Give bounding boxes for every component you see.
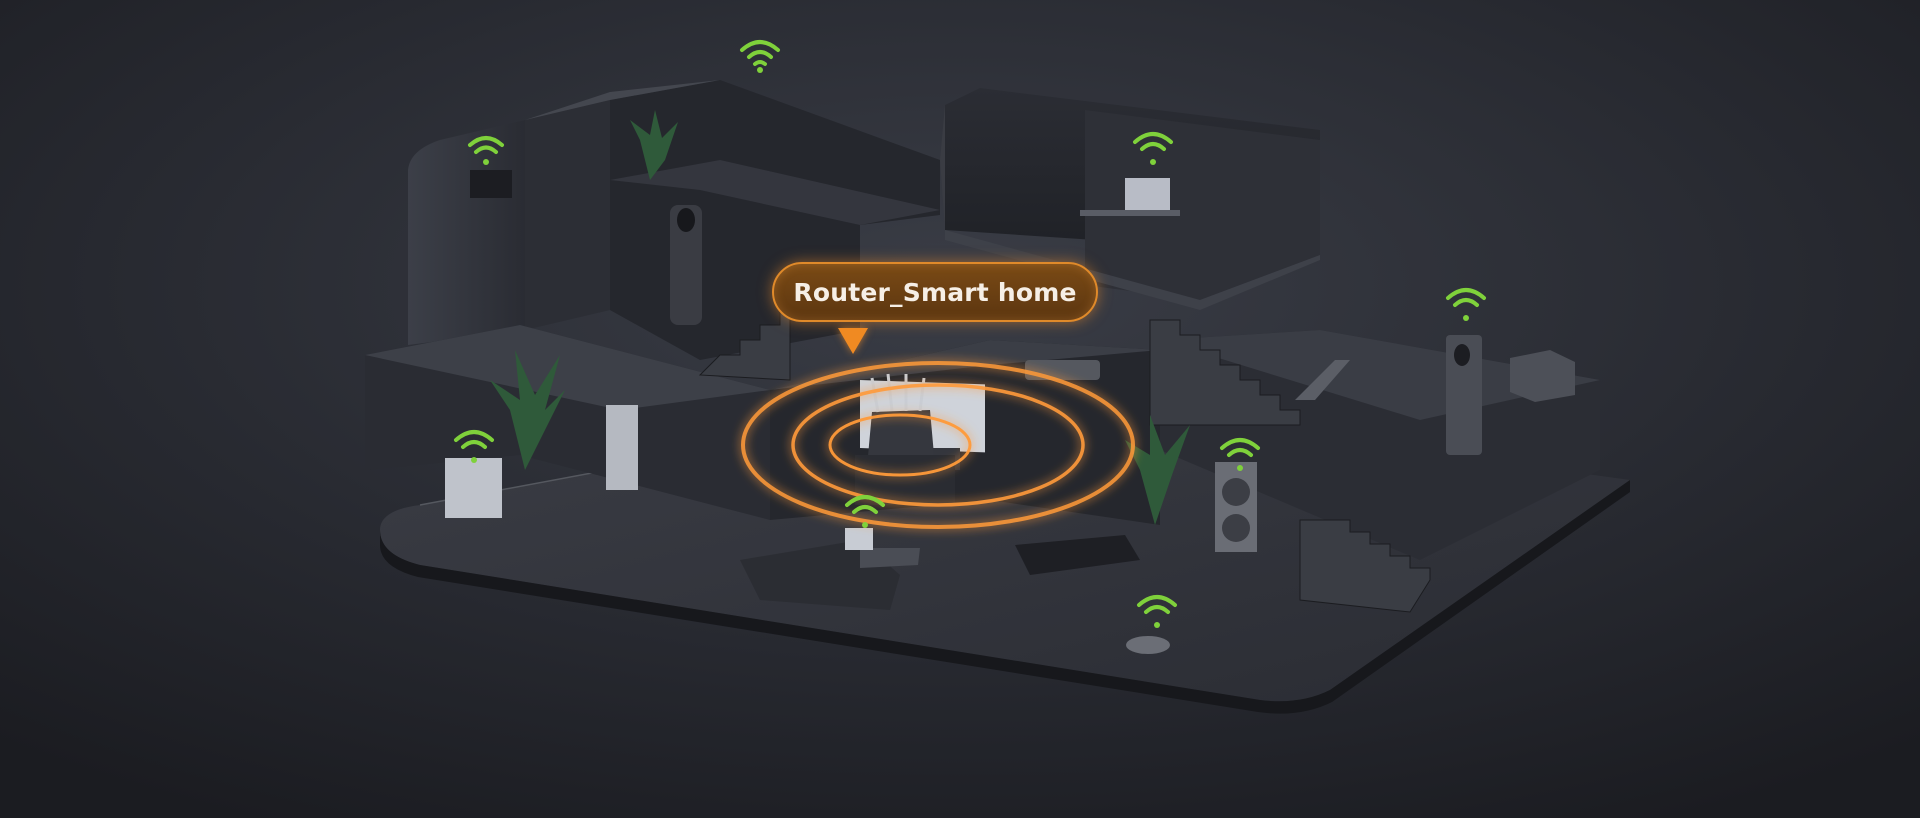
router-label-callout[interactable]: Router_Smart home [772,262,1098,322]
wifi-icon [1446,288,1486,321]
right-upper-room [940,88,1320,310]
wifi-icon [454,430,494,463]
wifi-icon [1133,132,1173,165]
left-lower-wall [365,325,770,520]
wifi-icons [454,40,1486,628]
stairs [698,309,1431,613]
right-platform [1160,330,1600,560]
signal-rings [741,361,1135,529]
wifi-icon [1220,438,1260,471]
router-label-text: Router_Smart home [793,277,1077,307]
plants [490,110,1190,525]
wifi-icon [468,136,504,165]
wifi-icon [1137,595,1177,628]
wifi-icon [740,40,780,73]
wifi-icon [845,495,885,528]
dropdown-pointer-icon [838,328,868,354]
